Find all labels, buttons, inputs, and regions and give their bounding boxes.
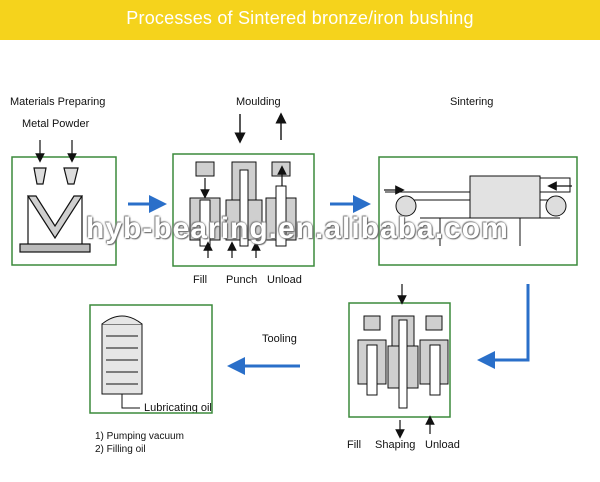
flow-arrows (128, 195, 530, 375)
moulding-title: Moulding (236, 96, 281, 108)
tooling-note-2: 2) Filling oil (95, 444, 146, 455)
moulding-label-punch: Punch (226, 274, 258, 286)
moulding-panel (172, 153, 315, 267)
moulding-press-icon (189, 161, 297, 247)
materials-title: Materials Preparing (10, 96, 106, 108)
sintering-panel (378, 156, 578, 266)
lubricating-oil-tag: Lubricating oil (144, 402, 212, 414)
watermark: hyb-bearing.en.alibaba.com (86, 212, 509, 245)
shaping-label-shaping: Shaping (375, 439, 416, 451)
tooling-note-1: 1) Pumping vacuum (95, 431, 184, 442)
powder-mixer-icon (19, 167, 91, 253)
oil-tank-icon (101, 315, 143, 409)
moulding-label-unload: Unload (267, 274, 302, 286)
materials-subtitle: Metal Powder (22, 118, 90, 130)
shaping-label-unload: Unload (425, 439, 460, 451)
tooling-panel (89, 304, 213, 414)
shaping-label-fill: Fill (347, 439, 362, 451)
moulding-label-fill: Fill (193, 274, 208, 286)
sintering-title: Sintering (450, 96, 494, 108)
shaping-press-icon (357, 315, 449, 409)
materials-panel (11, 156, 117, 266)
title-banner: Processes of Sintered bronze/iron bushin… (0, 0, 600, 40)
page-title: Processes of Sintered bronze/iron bushin… (126, 8, 474, 28)
tooling-title: Tooling (262, 333, 297, 345)
